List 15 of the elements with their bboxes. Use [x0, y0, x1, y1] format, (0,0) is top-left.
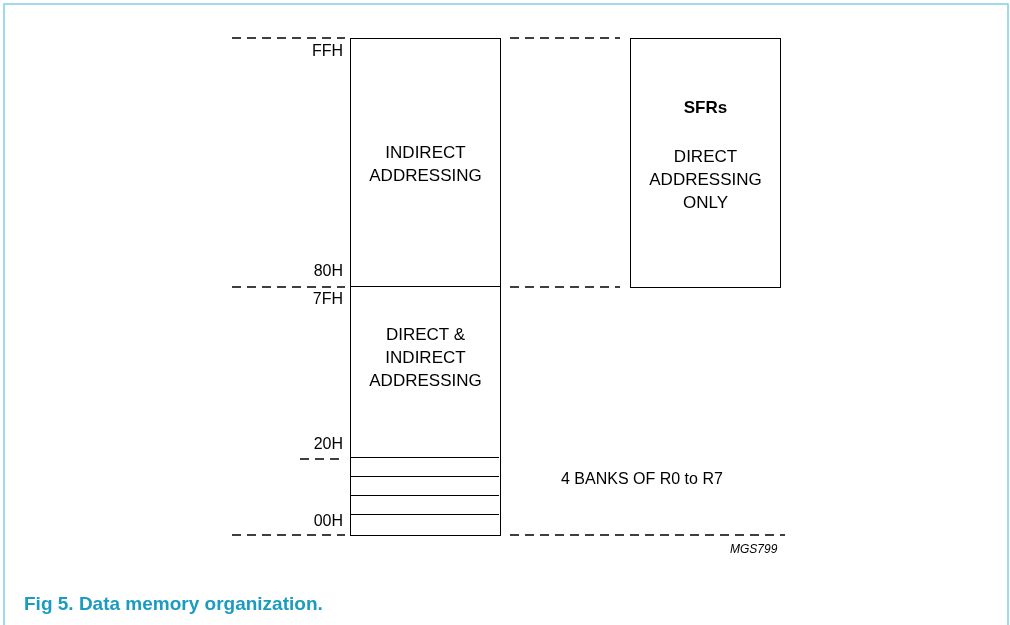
- block-label: DIRECT & INDIRECT ADDRESSING: [368, 324, 483, 392]
- block-label: INDIRECT ADDRESSING: [368, 142, 483, 187]
- memory-block: [630, 38, 781, 288]
- address-label: 20H: [313, 435, 343, 453]
- address-label: 00H: [313, 512, 343, 530]
- address-label: 7FH: [312, 290, 343, 308]
- address-label: 80H: [313, 262, 343, 280]
- figure-caption: Fig 5. Data memory organization.: [24, 593, 323, 615]
- block-label: DIRECT ADDRESSING ONLY: [648, 146, 763, 214]
- address-label: FFH: [311, 42, 343, 60]
- memory-block: [350, 286, 501, 536]
- note-text: 4 BANKS OF R0 to R7: [561, 470, 723, 488]
- figure-code: MGS799: [730, 542, 778, 556]
- block-heading: SFRs: [682, 97, 729, 119]
- memory-block: [350, 38, 501, 288]
